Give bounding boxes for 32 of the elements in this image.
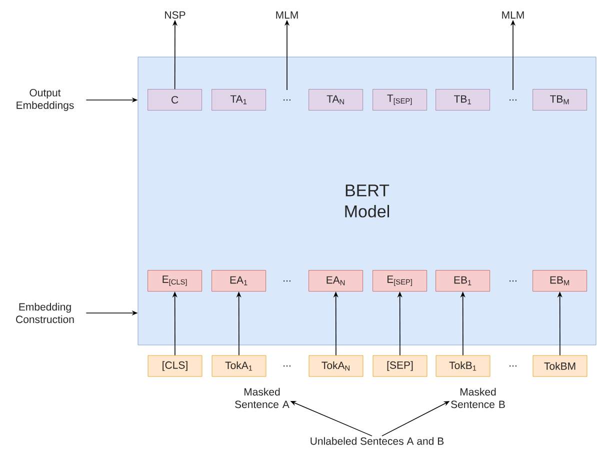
output-label: MLM [502,11,524,19]
output-label: MLM [276,11,298,19]
ellipsis: ... [510,99,516,101]
embedding-box: EA$_{1}$ [212,270,266,292]
token-box: [SEP] [372,355,428,377]
output-embedding-box: TA$_{1}$ [212,89,266,110]
embedding-box: EA$_{N}$ [308,270,363,292]
ellipsis: ... [284,280,290,282]
token-box: TokB$_{1}$ [436,355,490,377]
token-box: TokA$_{1}$ [212,355,266,377]
embedding-box: E$_{[CLS]}$ [148,270,202,292]
ellipsis: ... [510,365,516,367]
ellipsis: ... [284,99,290,101]
output-embedding-box: T$_{[SEP]}$ [372,89,427,110]
token-box: TokBM [532,355,588,377]
caption-label: Unlabeled Senteces A and B [310,437,444,445]
sentence-label: Masked Sentence A [235,388,290,408]
side-label: Output Embeddings [16,89,74,111]
embedding-box: EB$_{1}$ [436,270,490,292]
ellipsis: ... [284,365,290,367]
embedding-box: E$_{[SEP]}$ [372,270,427,292]
token-box: [CLS] [148,355,202,377]
embedding-box: EB$_{M}$ [532,270,587,292]
output-embedding-box: TB$_{M}$ [532,89,587,110]
output-embedding-box: TB$_{1}$ [436,89,490,110]
ellipsis: ... [510,280,516,282]
token-box: TokA$_{N}$ [308,355,364,377]
output-embedding-box: C [148,89,202,110]
output-embedding-box: TA$_{N}$ [308,89,363,110]
side-label: Embedding Construction [16,302,74,324]
output-label: NSP [165,11,186,19]
sentence-label: Masked Sentence B [451,388,505,408]
